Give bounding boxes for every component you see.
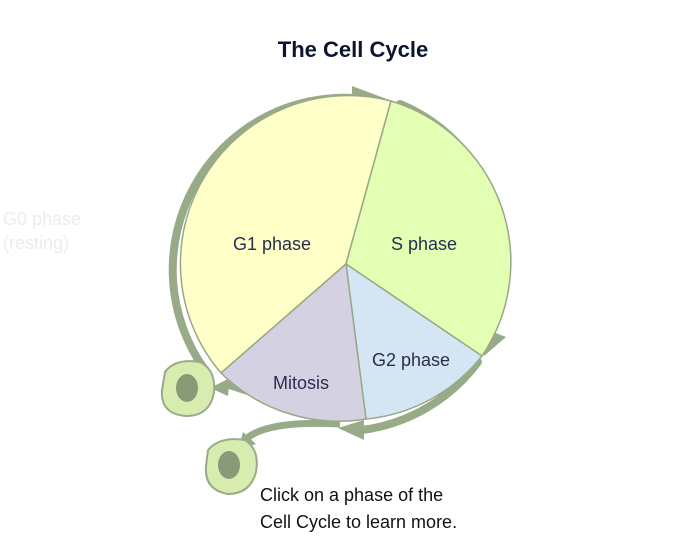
mitosis-phase-segment[interactable] (219, 262, 367, 422)
instructions-line-1: Click on a phase of the (260, 485, 444, 505)
nucleus-icon (176, 374, 198, 402)
daughter-cell-1 (160, 360, 216, 418)
g2-phase-segment[interactable] (345, 262, 484, 420)
s-phase-segment[interactable] (345, 100, 512, 358)
nucleus-icon (218, 451, 240, 479)
instructions: Click on a phase of the Cell Cycle to le… (260, 482, 457, 536)
g1-phase-segment[interactable] (179, 94, 392, 375)
g0-phase-note: (resting) (3, 233, 70, 253)
page-title: The Cell Cycle (277, 37, 429, 62)
g0-phase-name: G0 phase (3, 209, 82, 229)
g0-phase-label[interactable]: G0 phase (resting) (3, 207, 81, 255)
instructions-line-2: Cell Cycle to learn more. (260, 512, 458, 532)
daughter-cell-2 (204, 438, 258, 496)
